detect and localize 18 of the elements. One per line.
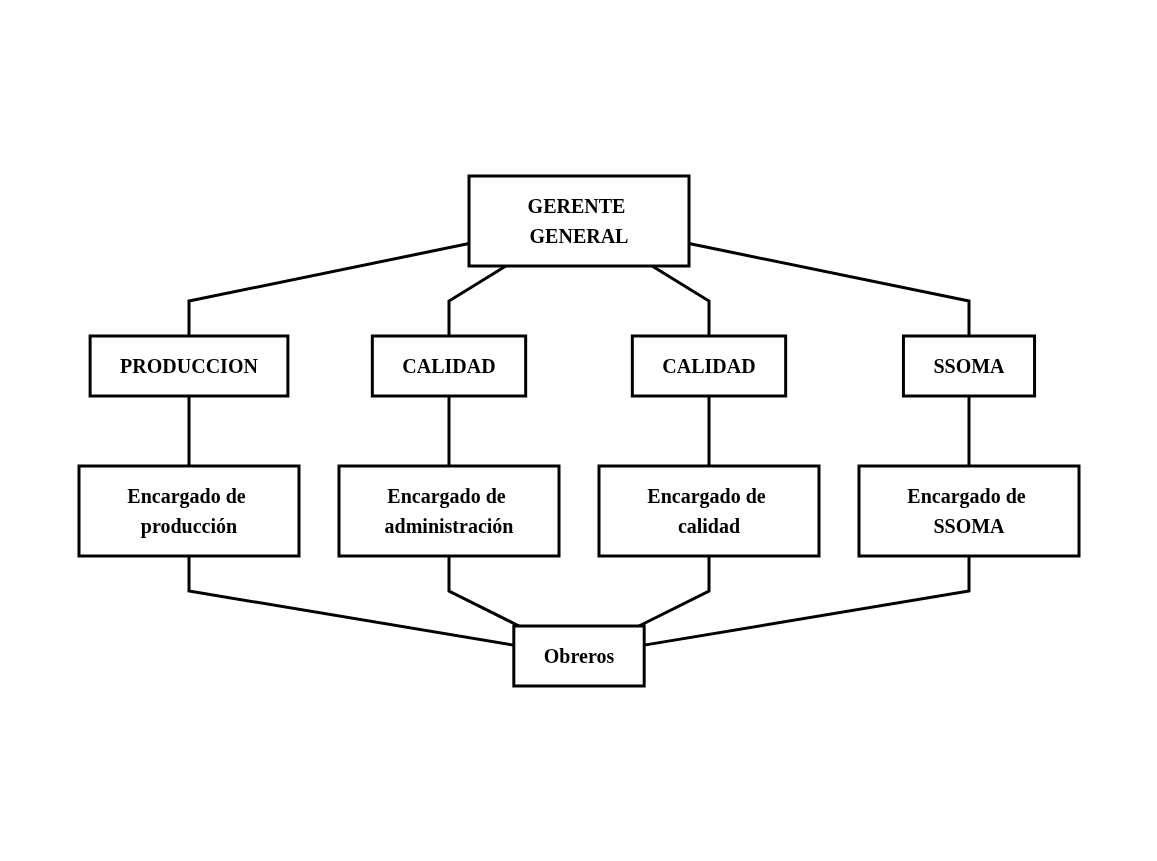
node-box: Encargado de administración bbox=[337, 464, 560, 557]
connector bbox=[187, 241, 469, 336]
node-box: Encargado de calidad bbox=[597, 464, 820, 557]
node-box: Encargado de SSOMA bbox=[857, 464, 1080, 557]
node-box: SSOMA bbox=[901, 334, 1036, 397]
node-box: Obreros bbox=[511, 624, 646, 687]
connector bbox=[643, 555, 970, 647]
connector bbox=[967, 395, 970, 466]
node-box: GERENTE GENERAL bbox=[467, 174, 690, 267]
node-box: PRODUCCION bbox=[88, 334, 289, 397]
connector bbox=[187, 395, 190, 466]
node-box: CALIDAD bbox=[630, 334, 787, 397]
connector bbox=[688, 241, 970, 336]
connector bbox=[707, 395, 710, 466]
node-box: CALIDAD bbox=[370, 334, 527, 397]
connector bbox=[447, 395, 450, 466]
connector bbox=[187, 555, 514, 647]
node-box: Encargado de producción bbox=[77, 464, 300, 557]
